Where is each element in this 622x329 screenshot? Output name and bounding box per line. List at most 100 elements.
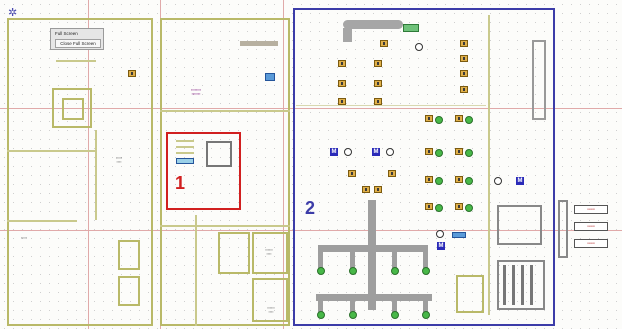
status-dot-icon[interactable] — [435, 177, 443, 185]
distribution-drop — [392, 250, 397, 268]
desk-icon[interactable] — [455, 176, 463, 183]
restroom-icon[interactable] — [265, 73, 275, 81]
m-marker-icon[interactable]: M — [372, 148, 380, 156]
desk-icon[interactable] — [374, 98, 382, 105]
zone-2-selection[interactable] — [293, 8, 555, 326]
desk-icon[interactable] — [338, 80, 346, 87]
room-outline — [52, 88, 92, 128]
room-outline — [118, 276, 140, 306]
fullscreen-title: Full Screen — [55, 31, 78, 36]
desk-icon[interactable] — [348, 170, 356, 177]
status-dot-icon[interactable] — [465, 149, 473, 157]
circle-marker[interactable] — [386, 148, 394, 156]
status-dot-icon[interactable] — [465, 177, 473, 185]
desk-icon[interactable] — [374, 186, 382, 193]
compass-icon: ✲ — [8, 7, 18, 19]
distribution-drop — [318, 298, 323, 312]
room-outline — [532, 40, 546, 120]
room-label: ▪▪▪▪▪▪▪▪▪ — [115, 156, 123, 164]
circle-marker[interactable] — [344, 148, 352, 156]
distribution-drop — [350, 298, 355, 312]
circle-marker[interactable] — [494, 177, 502, 185]
circle-marker[interactable] — [415, 43, 423, 51]
desk-icon[interactable] — [460, 70, 468, 77]
distribution-branch — [316, 294, 432, 301]
equipment-icon[interactable] — [403, 24, 419, 32]
external-rack[interactable]: ▪▪▪▪▪▪▪ — [574, 222, 608, 231]
rack-outline — [497, 205, 542, 245]
corridor — [343, 20, 403, 29]
room-outline — [252, 232, 288, 274]
room-outline — [62, 98, 84, 120]
desk-icon[interactable] — [338, 60, 346, 67]
distribution-spine — [368, 200, 376, 310]
status-dot-icon[interactable] — [391, 311, 399, 319]
circle-marker[interactable] — [436, 230, 444, 238]
status-dot-icon[interactable] — [317, 311, 325, 319]
m-marker-icon[interactable]: M — [437, 242, 445, 250]
status-dot-icon[interactable] — [435, 116, 443, 124]
stair — [176, 146, 194, 148]
desk-icon[interactable] — [460, 55, 468, 62]
stair — [176, 152, 194, 154]
distribution-drop — [423, 250, 428, 268]
desk-icon[interactable] — [388, 170, 396, 177]
desk-icon[interactable] — [455, 148, 463, 155]
desk-icon[interactable] — [338, 98, 346, 105]
room-outline — [206, 141, 232, 167]
desk-icon[interactable] — [425, 203, 433, 210]
desk-icon[interactable] — [460, 86, 468, 93]
external-rack[interactable]: ▪▪▪▪▪▪▪ — [574, 239, 608, 248]
wall — [160, 225, 290, 227]
grid-line — [0, 230, 622, 231]
conference-table — [240, 41, 278, 46]
status-dot-icon[interactable] — [317, 267, 325, 275]
desk-icon[interactable] — [128, 70, 136, 77]
status-dot-icon[interactable] — [435, 204, 443, 212]
room-label: ▪▪▪▪▪ — [20, 236, 28, 240]
desk-icon[interactable] — [425, 148, 433, 155]
fullscreen-panel: Full Screen Close Full Screen — [50, 28, 104, 50]
desk-icon[interactable] — [455, 115, 463, 122]
desk-icon[interactable] — [374, 60, 382, 67]
m-marker-icon[interactable]: M — [516, 177, 524, 185]
rack-outline — [497, 260, 545, 310]
status-dot-icon[interactable] — [391, 267, 399, 275]
status-dot-icon[interactable] — [349, 267, 357, 275]
room-outline — [218, 232, 250, 274]
desk-icon[interactable] — [455, 203, 463, 210]
zone-2-label: 2 — [305, 198, 316, 218]
wall — [488, 15, 490, 315]
zone-1-selection[interactable] — [166, 132, 241, 210]
wall — [195, 215, 197, 326]
desk-icon[interactable] — [425, 176, 433, 183]
room-label: ▪▪▪▪▪▪▪▪▪▪ — [267, 306, 275, 314]
rack — [521, 265, 524, 305]
status-dot-icon[interactable] — [422, 267, 430, 275]
status-dot-icon[interactable] — [435, 149, 443, 157]
status-dot-icon[interactable] — [349, 311, 357, 319]
building-outline-left — [7, 18, 153, 326]
desk-icon[interactable] — [425, 115, 433, 122]
desk-icon[interactable] — [362, 186, 370, 193]
equipment-icon[interactable] — [452, 232, 466, 238]
status-dot-icon[interactable] — [465, 204, 473, 212]
grid-line — [283, 0, 284, 329]
equipment-icon[interactable] — [176, 158, 194, 164]
m-marker-icon[interactable]: M — [330, 148, 338, 156]
status-dot-icon[interactable] — [465, 116, 473, 124]
grid-line — [88, 0, 89, 329]
desk-icon[interactable] — [374, 80, 382, 87]
room-outline — [252, 278, 288, 322]
close-fullscreen-button[interactable]: Close Full Screen — [55, 39, 101, 48]
grid-line — [0, 108, 622, 109]
wall — [7, 220, 77, 222]
external-rack[interactable]: ▪▪▪▪▪▪▪ — [574, 205, 608, 214]
desk-icon[interactable] — [380, 40, 388, 47]
desk-icon[interactable] — [460, 40, 468, 47]
rack — [503, 265, 506, 305]
wall — [7, 150, 95, 152]
room-outline — [456, 275, 484, 313]
status-dot-icon[interactable] — [422, 311, 430, 319]
